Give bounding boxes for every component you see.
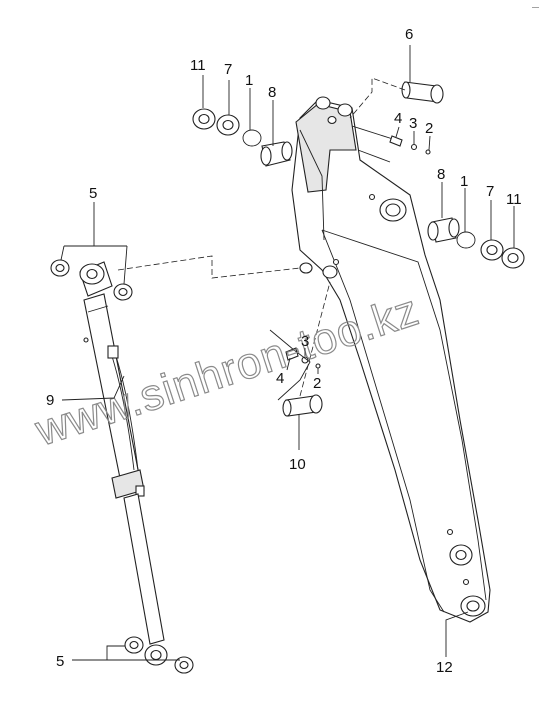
right-hardware xyxy=(427,217,525,269)
callout-8-right: 8 xyxy=(437,166,445,183)
callout-8-top: 8 xyxy=(268,84,276,101)
callout-5-bottom: 5 xyxy=(56,653,64,670)
boom-arm xyxy=(291,96,491,623)
callout-11-top: 11 xyxy=(190,57,206,74)
callout-6: 6 xyxy=(405,26,413,43)
callout-1-right: 1 xyxy=(460,173,468,190)
cylinder-bottom-washers xyxy=(124,636,194,674)
callout-1-top: 1 xyxy=(245,72,253,89)
callout-2-lower: 2 xyxy=(313,375,321,392)
callout-3-top: 3 xyxy=(409,115,417,132)
callout-9: 9 xyxy=(46,392,54,409)
upper-left-hardware xyxy=(192,108,293,167)
callout-11-right: 11 xyxy=(506,191,522,208)
callout-7-right: 7 xyxy=(486,183,494,200)
leader-lines xyxy=(60,45,515,661)
callout-5-top: 5 xyxy=(89,185,97,202)
callout-4-top: 4 xyxy=(394,110,402,127)
cylinder-top-washers xyxy=(50,259,133,301)
callout-4-lower: 4 xyxy=(276,370,284,387)
callout-labels: 11 7 1 8 6 4 3 2 8 1 7 11 5 3 4 2 9 10 1… xyxy=(46,26,522,676)
lower-pin xyxy=(269,281,331,417)
callout-12: 12 xyxy=(436,659,453,676)
callout-2-top: 2 xyxy=(425,120,433,137)
callout-3-lower: 3 xyxy=(301,333,309,350)
corner-mark: — xyxy=(532,4,539,11)
callout-10: 10 xyxy=(289,456,306,473)
top-pin xyxy=(349,77,444,119)
callout-7-top: 7 xyxy=(224,61,232,78)
upper-lock-hardware xyxy=(351,125,431,163)
hydraulic-cylinder xyxy=(79,255,301,666)
